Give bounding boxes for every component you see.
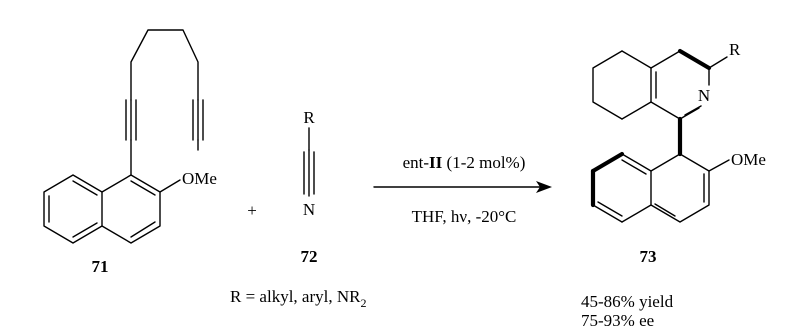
- product-yield: 45-86% yield: [581, 292, 674, 311]
- product-n-label: N: [698, 86, 710, 105]
- product-ome-label: OMe: [731, 150, 766, 169]
- product-73-number: 73: [640, 247, 657, 266]
- nitrile-n-label: N: [303, 200, 315, 219]
- product-ee: 75-93% ee: [581, 311, 654, 330]
- reactant-71-number: 71: [92, 257, 109, 276]
- reaction-arrow: [373, 181, 552, 193]
- plus-sign: +: [247, 201, 257, 220]
- solvent-temperature-conditions: THF, hν, -20°C: [412, 207, 517, 226]
- reactant-72-number: 72: [301, 247, 318, 266]
- nitrile-r-label: R: [303, 108, 315, 127]
- reactant-71-structure: [43, 29, 204, 244]
- product-r-label: R: [729, 40, 741, 59]
- nitrile-structure: [303, 127, 315, 197]
- reactant-71-ome-label: OMe: [182, 169, 217, 188]
- product-73-structure: [590, 48, 730, 223]
- catalyst-conditions: ent-II (1-2 mol%): [403, 153, 526, 172]
- r-group-definition: R = alkyl, aryl, NR2: [230, 287, 366, 310]
